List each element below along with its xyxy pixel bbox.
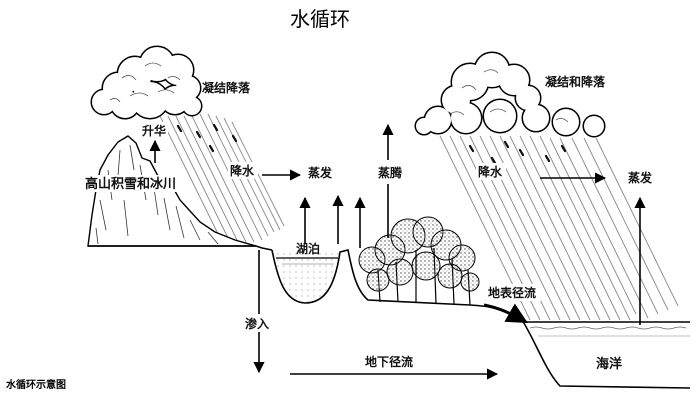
rain-streak xyxy=(183,115,247,243)
right-cloud xyxy=(414,51,606,138)
rain-drop xyxy=(544,154,551,163)
surface-runoff-label: 地表径流 xyxy=(488,285,536,300)
left-condensation-label: 凝结降落 xyxy=(202,80,251,95)
infiltration-label: 渗入 xyxy=(245,316,269,331)
rain-streak xyxy=(509,135,601,321)
snowy-mountain: 高山积雪和冰川 xyxy=(83,135,257,247)
rain-streak xyxy=(175,115,239,243)
rain-streak xyxy=(583,137,669,311)
groundwater-flow-label: 地下径流 xyxy=(365,354,413,369)
rain-streak xyxy=(499,135,591,321)
right-precipitation-label: 降水 xyxy=(478,164,503,179)
rain-streak xyxy=(595,137,679,307)
rain-drop xyxy=(503,140,510,149)
rain-drop xyxy=(231,134,238,143)
rain-streak xyxy=(159,115,223,243)
snow-glacier-label: 高山积雪和冰川 xyxy=(85,176,176,192)
rain-drop xyxy=(212,123,219,132)
rain-streak xyxy=(559,137,649,319)
rain-streak xyxy=(539,135,631,321)
transpiration-label: 蒸腾 xyxy=(378,165,403,180)
ocean-label: 海洋 xyxy=(596,356,622,372)
labels: 凝结降落 升华 降水 蒸发 湖泊 蒸腾 凝结和降落 降水 蒸发 地表径流 渗入 … xyxy=(140,74,653,369)
rain-streak xyxy=(519,135,611,321)
rain-drop xyxy=(208,144,215,153)
sublimation-label: 升华 xyxy=(142,123,166,138)
trees xyxy=(358,216,480,306)
right-evaporation-label: 蒸发 xyxy=(628,170,653,185)
rain-drop xyxy=(490,156,497,165)
surface-runoff-arrow xyxy=(483,303,528,324)
rain-streak xyxy=(167,115,231,243)
left-evaporation-label: 蒸发 xyxy=(308,165,333,180)
ocean: 海洋 xyxy=(525,321,690,372)
rain-drop xyxy=(468,144,475,153)
rain-drop xyxy=(518,148,525,157)
ground-profile xyxy=(88,245,691,389)
arrows xyxy=(149,123,646,380)
rain-drop xyxy=(195,130,202,139)
rain-streak xyxy=(191,115,255,243)
rain-streak xyxy=(549,137,637,315)
diagram-caption: 水循环示意图 xyxy=(5,378,66,391)
left-cloud xyxy=(90,45,203,120)
lake-label: 湖泊 xyxy=(296,241,320,256)
rain-drop xyxy=(176,124,183,133)
diagram-title: 水循环 xyxy=(290,7,350,31)
right-condensation-label: 凝结和降落 xyxy=(545,74,606,89)
left-precipitation-label: 降水 xyxy=(230,163,255,178)
rain-streak xyxy=(571,137,659,315)
rain-drop xyxy=(560,144,567,153)
lake-basin xyxy=(272,250,340,303)
rain-streak xyxy=(529,135,621,321)
right-rain xyxy=(439,135,679,321)
